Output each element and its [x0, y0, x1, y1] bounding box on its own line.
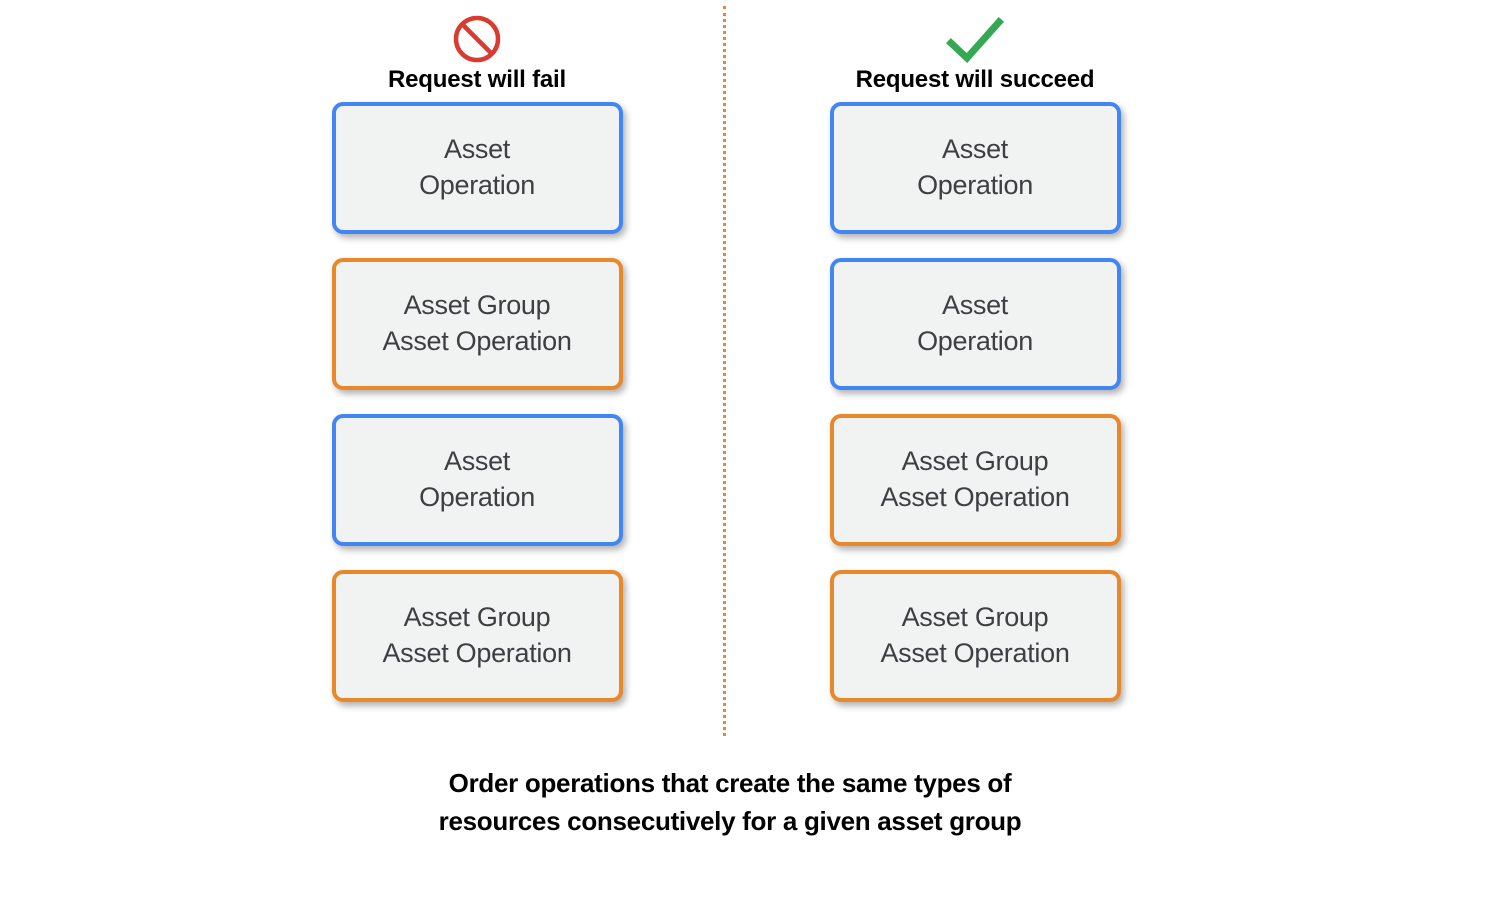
prohibition-icon: [451, 10, 503, 68]
card-label: Asset Operation: [419, 446, 535, 512]
card-asset-group-asset-operation[interactable]: Asset Group Asset Operation: [331, 570, 623, 702]
column-request-will-fail: Request will fail Asset Operation Asset …: [327, 10, 627, 702]
card-asset-group-asset-operation[interactable]: Asset Group Asset Operation: [829, 414, 1121, 546]
column-title-succeed: Request will succeed: [855, 66, 1095, 93]
card-label: Asset Group Asset Operation: [382, 602, 572, 668]
card-stack-succeed: Asset Operation Asset Operation Asset Gr…: [825, 102, 1125, 702]
card-asset-operation[interactable]: Asset Operation: [829, 102, 1121, 234]
card-asset-operation[interactable]: Asset Operation: [331, 102, 623, 234]
card-asset-operation[interactable]: Asset Operation: [331, 414, 623, 546]
card-label: Asset Group Asset Operation: [382, 290, 572, 356]
card-asset-group-asset-operation[interactable]: Asset Group Asset Operation: [829, 570, 1121, 702]
card-label: Asset Operation: [917, 134, 1033, 200]
card-asset-operation[interactable]: Asset Operation: [829, 258, 1121, 390]
card-asset-group-asset-operation[interactable]: Asset Group Asset Operation: [331, 258, 623, 390]
card-stack-fail: Asset Operation Asset Group Asset Operat…: [327, 102, 627, 702]
column-header-fail: Request will fail: [327, 10, 627, 102]
card-label: Asset Group Asset Operation: [880, 446, 1070, 512]
column-request-will-succeed: Request will succeed Asset Operation Ass…: [825, 10, 1125, 702]
column-header-succeed: Request will succeed: [825, 10, 1125, 102]
column-divider: [723, 6, 726, 736]
card-label: Asset Operation: [917, 290, 1033, 356]
diagram-caption: Order operations that create the same ty…: [438, 768, 1022, 836]
card-label: Asset Operation: [419, 134, 535, 200]
card-label: Asset Group Asset Operation: [880, 602, 1070, 668]
column-title-fail: Request will fail: [388, 66, 566, 93]
checkmark-icon: [943, 10, 1007, 68]
